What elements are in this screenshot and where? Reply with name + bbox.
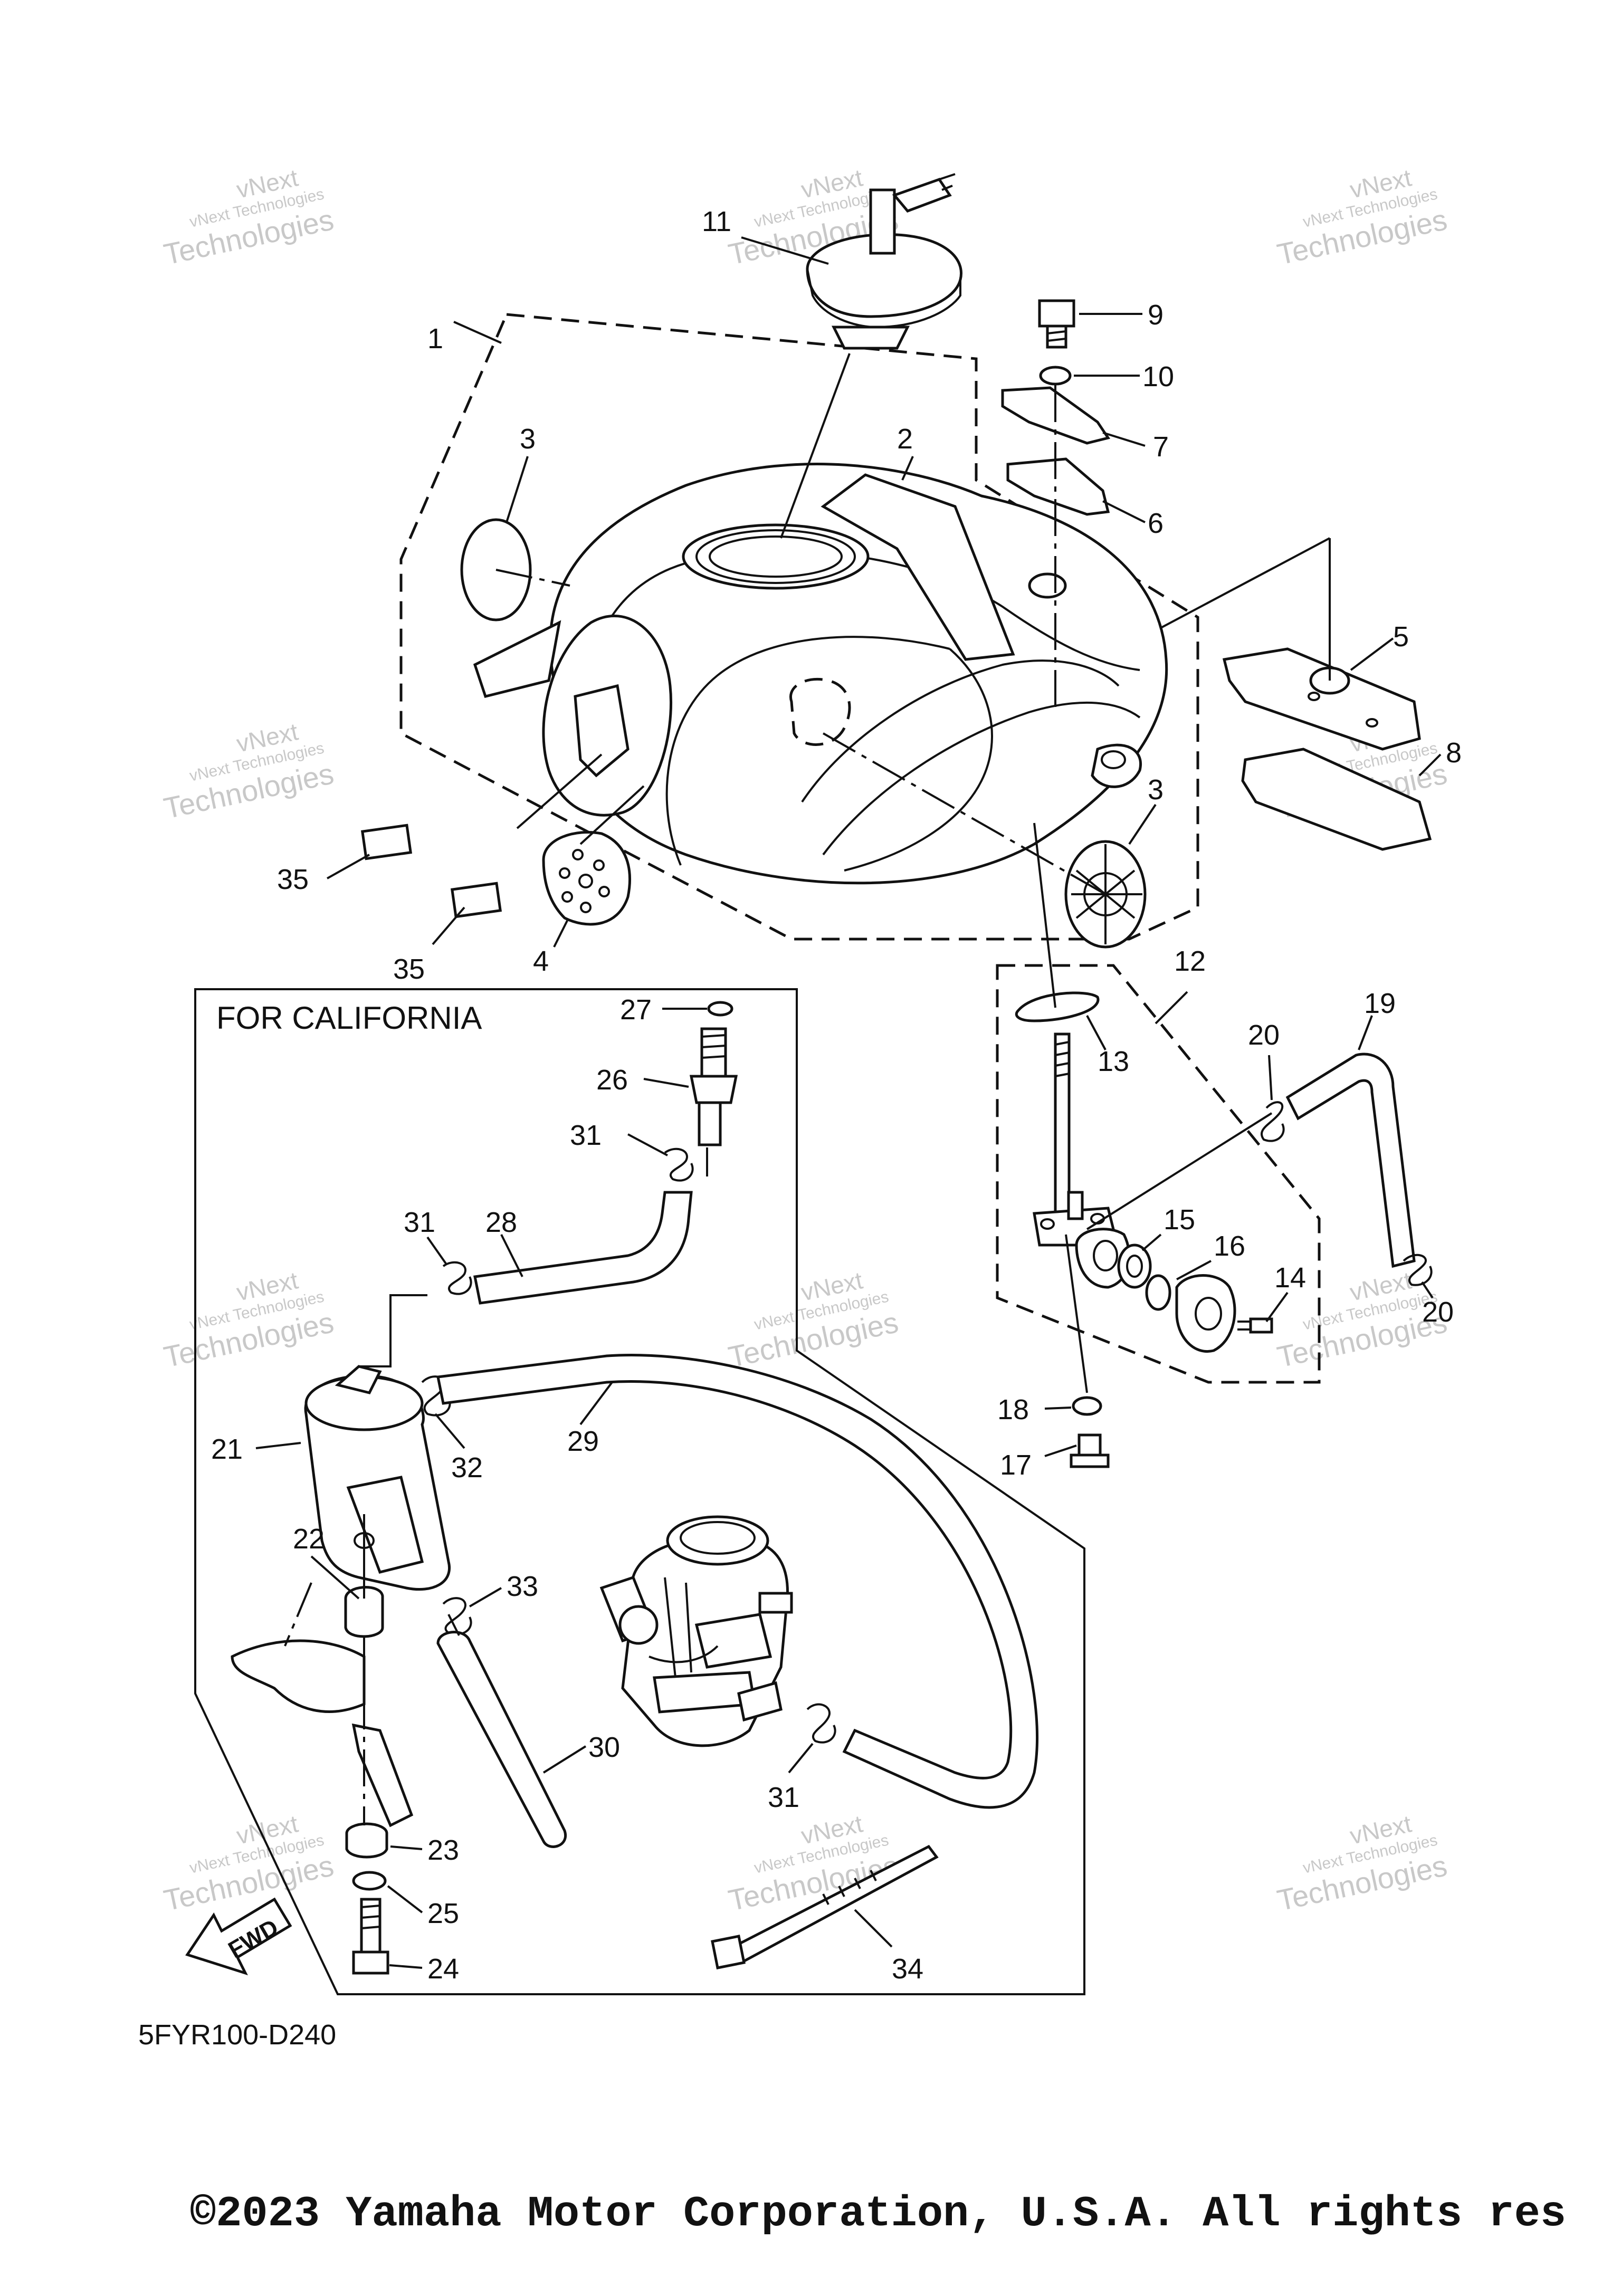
callout-label: 28 xyxy=(485,1207,517,1238)
washer-10 xyxy=(1039,366,1072,386)
clip-31-c xyxy=(806,1703,836,1744)
watermark: vNext Technologies vNext Technologies xyxy=(726,1810,901,1917)
callout-label: 13 xyxy=(1098,1046,1129,1077)
fuel-cock-assembly-outline xyxy=(996,964,1321,1384)
callout-label: 9 xyxy=(1148,299,1164,331)
california-box xyxy=(194,988,1085,1995)
clip-33 xyxy=(442,1597,472,1635)
callout-label: 17 xyxy=(1000,1449,1032,1481)
clip-31-b xyxy=(442,1261,472,1295)
fuel-cap-with-key xyxy=(806,173,962,350)
o-ring-27 xyxy=(707,1001,733,1017)
clip-20-a xyxy=(1260,1101,1285,1142)
clip-20-b xyxy=(1403,1254,1433,1286)
o-ring-16 xyxy=(1145,1274,1171,1311)
callout-label: 33 xyxy=(507,1571,538,1602)
callout-label: 23 xyxy=(427,1834,459,1866)
callout-label: 31 xyxy=(768,1782,799,1813)
pump-bracket xyxy=(231,1639,366,1713)
callout-label: 3 xyxy=(520,423,536,455)
damper-22 xyxy=(344,1586,384,1638)
callout-label: 5 xyxy=(1393,621,1409,653)
callout-label: 20 xyxy=(1248,1019,1280,1051)
callout-label: 34 xyxy=(892,1953,923,1985)
pad-8 xyxy=(1241,748,1432,851)
hose-30 xyxy=(436,1631,567,1848)
callout-label: 15 xyxy=(1164,1204,1195,1236)
callout-label: 7 xyxy=(1153,431,1169,463)
o-ring-15 xyxy=(1117,1243,1152,1289)
watermark: vNext Technologies vNext Technologies xyxy=(161,1266,337,1374)
cable-tie-34 xyxy=(711,1844,939,1969)
clip-31-a xyxy=(664,1147,694,1182)
callout-label: 25 xyxy=(427,1898,459,1929)
fuel-tank xyxy=(473,463,1168,885)
bolt-17 xyxy=(1070,1433,1110,1468)
callout-label: 31 xyxy=(404,1207,435,1238)
callout-label: 4 xyxy=(533,945,549,977)
callout-label: 29 xyxy=(567,1426,599,1457)
watermark: vNext Technologies vNext Technologies xyxy=(161,164,337,271)
callout-label: 18 xyxy=(997,1394,1029,1426)
callout-label: 16 xyxy=(1214,1230,1245,1262)
callout-label: 22 xyxy=(293,1523,325,1555)
callout-label: 1 xyxy=(427,323,443,355)
callout-label: 2 xyxy=(897,423,913,455)
callout-label: 21 xyxy=(211,1433,243,1465)
washer-18 xyxy=(1072,1396,1102,1416)
carburetor xyxy=(599,1515,793,1747)
callout-label: 26 xyxy=(596,1064,628,1096)
copyright-footer: ©2023 Yamaha Motor Corporation, U.S.A. A… xyxy=(0,2189,1621,2253)
bolt-24 xyxy=(352,1898,389,1975)
collar-23 xyxy=(345,1822,388,1859)
copyright-text: ©2023 Yamaha Motor Corporation, U.S.A. A… xyxy=(190,2189,1567,2238)
callout-leaders xyxy=(255,236,1442,1969)
tank-emblem-right xyxy=(1064,840,1147,949)
damper-6-collar xyxy=(1028,572,1067,599)
gasket-13 xyxy=(1015,991,1100,1022)
fuel-pump-21 xyxy=(304,1365,451,1591)
hose-19 xyxy=(1285,1053,1416,1268)
watermark: vNext Technologies vNext Technologies xyxy=(161,718,337,825)
callout-label: 35 xyxy=(393,953,425,985)
callout-label: 32 xyxy=(451,1452,483,1484)
sticker-35-a xyxy=(360,824,413,860)
damper xyxy=(542,830,631,926)
callout-label: 35 xyxy=(277,864,309,895)
hose-28-vent xyxy=(359,1294,427,1367)
bracket-6 xyxy=(1006,457,1110,516)
hose-29 xyxy=(436,1354,1038,1809)
hose-28 xyxy=(473,1191,693,1305)
callout-label: 19 xyxy=(1364,988,1396,1019)
watermark: vNext Technologies vNext Technologies xyxy=(726,1266,901,1374)
callout-label: 24 xyxy=(427,1953,459,1985)
pump-bracket-arm xyxy=(351,1723,414,1828)
watermark: vNext Technologies vNext Technologies xyxy=(1274,1810,1450,1917)
callout-label: 30 xyxy=(588,1731,620,1763)
california-box-title: FOR CALIFORNIA xyxy=(216,1000,482,1036)
tank-bracket-5 xyxy=(1222,647,1421,751)
callout-label: 11 xyxy=(702,206,731,237)
watermark: vNext Technologies vNext Technologies xyxy=(161,1810,337,1917)
tank-assembly-outline xyxy=(399,313,1199,941)
washer-25 xyxy=(352,1871,387,1891)
drawing-code: 5FYR100-D240 xyxy=(138,2019,336,2051)
callout-label: 31 xyxy=(570,1120,602,1151)
bolt-9 xyxy=(1038,299,1075,349)
watermark: vNext Technologies vNext Technologies xyxy=(1274,164,1450,271)
callout-label: 8 xyxy=(1446,737,1462,769)
callout-label: 20 xyxy=(1422,1296,1454,1328)
callout-label: 12 xyxy=(1174,945,1206,977)
fwd-arrow-icon: FWD xyxy=(185,1897,292,1976)
callout-label: 3 xyxy=(1148,774,1164,806)
callout-label: 27 xyxy=(620,994,652,1026)
cover-14 xyxy=(1175,1274,1273,1353)
callout-label: 6 xyxy=(1148,508,1164,539)
callout-label: 14 xyxy=(1274,1262,1306,1294)
reference-lines xyxy=(284,353,1331,1825)
check-valve-26 xyxy=(689,1027,738,1146)
callout-labels: 1 2 3 3 4 5 6 7 8 9 10 11 12 13 14 15 16… xyxy=(211,206,1462,1985)
callout-label: 10 xyxy=(1142,361,1174,393)
